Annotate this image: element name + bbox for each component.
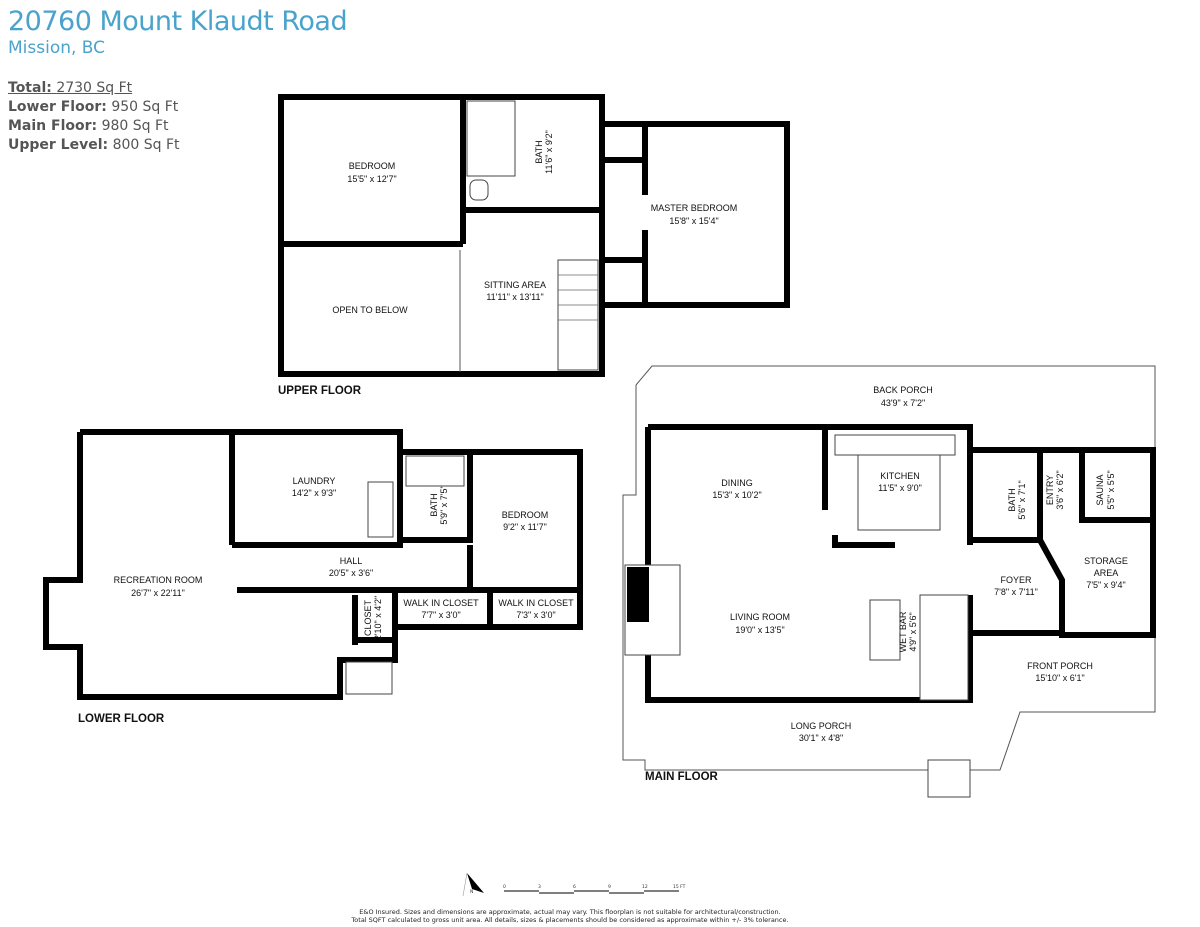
- room-size: 5'6" x 7'1": [1017, 480, 1027, 519]
- disclaimer-line-1: E&O Insured. Sizes and dimensions are ap…: [359, 908, 781, 916]
- area-stats: Total: 2730 Sq Ft Lower Floor: 950 Sq Ft…: [8, 79, 180, 155]
- room-size: 20'5" x 3'6": [329, 568, 373, 578]
- room-size: 15'8" x 15'4": [669, 216, 718, 226]
- room-size: 4'9" x 5'6": [908, 612, 918, 651]
- scale-tick: 9: [608, 884, 611, 890]
- property-city: Mission, BC: [8, 38, 106, 58]
- room-size: 5'5" x 5'5": [1106, 470, 1116, 509]
- room-name: LONG PORCH: [791, 721, 852, 731]
- floor-label: UPPER FLOOR: [278, 385, 362, 397]
- floor-label: MAIN FLOOR: [645, 771, 719, 783]
- room-size: 30'1" x 4'8": [799, 733, 843, 743]
- lower-floor-plan: RECREATION ROOM 26'7" x 22'11" LAUNDRY 1…: [43, 429, 583, 725]
- room-size: 7'3" x 3'0": [516, 610, 555, 620]
- room-size: 11'11" x 13'11": [486, 292, 543, 302]
- stat-value: 2730 Sq Ft: [56, 80, 133, 96]
- room-size: 3'6" x 6'2": [1055, 470, 1065, 509]
- stat-label: Main Floor:: [8, 118, 98, 134]
- room-name: KITCHEN: [880, 471, 920, 481]
- room-size: 43'9" x 7'2": [881, 398, 925, 408]
- stat-main: Main Floor: 980 Sq Ft: [8, 117, 180, 136]
- room-size: 7'7" x 3'0": [421, 610, 460, 620]
- room-size: 14'2" x 9'3": [292, 488, 336, 498]
- room-name: LIVING ROOM: [730, 612, 790, 622]
- room-name: BEDROOM: [349, 161, 396, 171]
- room-size: 7'5" x 9'4": [1086, 580, 1125, 590]
- svg-text:BEDROOM: BEDROOM: [349, 161, 396, 171]
- room-name: RECREATION ROOM: [114, 575, 203, 585]
- room-size: 11'5" x 9'0": [878, 483, 922, 493]
- room-size: 11'6" x 9'2": [544, 130, 554, 174]
- room-name: STORAGE: [1084, 556, 1128, 566]
- room-name: ENTRY: [1045, 475, 1055, 505]
- scale-tick: 12: [642, 884, 648, 890]
- room-size: 15'10" x 6'1": [1035, 673, 1084, 683]
- room-name: BEDROOM: [502, 510, 549, 520]
- room-name: BATH: [429, 493, 439, 516]
- stat-label: Upper Level:: [8, 137, 109, 153]
- room-name: FRONT PORCH: [1027, 661, 1093, 671]
- scale-tick: 3: [538, 884, 541, 890]
- north-arrow-icon: N: [462, 872, 484, 897]
- room-name: SITTING AREA: [484, 280, 546, 290]
- scale-tick: 15 FT: [673, 884, 686, 890]
- room-size: 5'9" x 7'5": [439, 485, 449, 524]
- room-size: 7'8" x 7'11": [994, 587, 1038, 597]
- main-floor-plan: BACK PORCH 43'9" x 7'2" DINING 15'3" x 1…: [622, 365, 1156, 798]
- room-size: 19'0" x 13'5": [735, 625, 784, 635]
- room-name-line2: AREA: [1094, 568, 1119, 578]
- stat-label: Total:: [8, 80, 52, 96]
- scale-tick: 0: [503, 884, 506, 890]
- room-name: HALL: [340, 556, 363, 566]
- stat-value: 950 Sq Ft: [111, 99, 179, 115]
- room-name: LAUNDRY: [293, 476, 336, 486]
- room-name: BATH: [1007, 488, 1017, 511]
- room-size: 9'2" x 11'7": [503, 522, 547, 532]
- room-name: WALK IN CLOSET: [403, 598, 479, 608]
- stat-value: 980 Sq Ft: [101, 118, 169, 134]
- scale-tick: 6: [573, 884, 576, 890]
- floor-label: LOWER FLOOR: [78, 713, 165, 725]
- stat-value: 800 Sq Ft: [112, 137, 180, 153]
- scale-bar: 0 3 6 9 12 15 FT: [503, 884, 686, 894]
- room-size: 15'3" x 10'2": [712, 490, 761, 500]
- room-name: SAUNA: [1095, 474, 1105, 505]
- property-address: 20760 Mount Klaudt Road: [8, 6, 348, 37]
- room-name: MASTER BEDROOM: [651, 203, 738, 213]
- room-size: 2'10" x 4'2": [373, 596, 383, 640]
- upper-floor-plan: BEDROOM 15'5" x 12'7" OPEN TO BELOW BATH…: [278, 94, 790, 397]
- room-size: 15'5" x 12'7": [347, 174, 396, 184]
- stat-label: Lower Floor:: [8, 99, 107, 115]
- room-name: BACK PORCH: [873, 385, 933, 395]
- room-name: WALK IN CLOSET: [498, 598, 574, 608]
- stat-upper: Upper Level: 800 Sq Ft: [8, 136, 180, 155]
- room-size: 26'7" x 22'11": [131, 588, 185, 598]
- svg-text:15'5" x 12'7": 15'5" x 12'7": [347, 174, 396, 184]
- room-name: OPEN TO BELOW: [332, 305, 408, 315]
- room-name: FOYER: [1000, 575, 1032, 585]
- disclaimer-line-2: Total SQFT calculated to gross unit area…: [351, 916, 789, 924]
- room-name: DINING: [721, 478, 753, 488]
- stat-total: Total: 2730 Sq Ft: [8, 79, 180, 98]
- stat-lower: Lower Floor: 950 Sq Ft: [8, 98, 180, 117]
- north-label: N: [470, 889, 473, 895]
- room-name: WET BAR: [898, 611, 908, 652]
- room-name: BATH: [534, 140, 544, 163]
- room-name: CLOSET: [363, 599, 373, 636]
